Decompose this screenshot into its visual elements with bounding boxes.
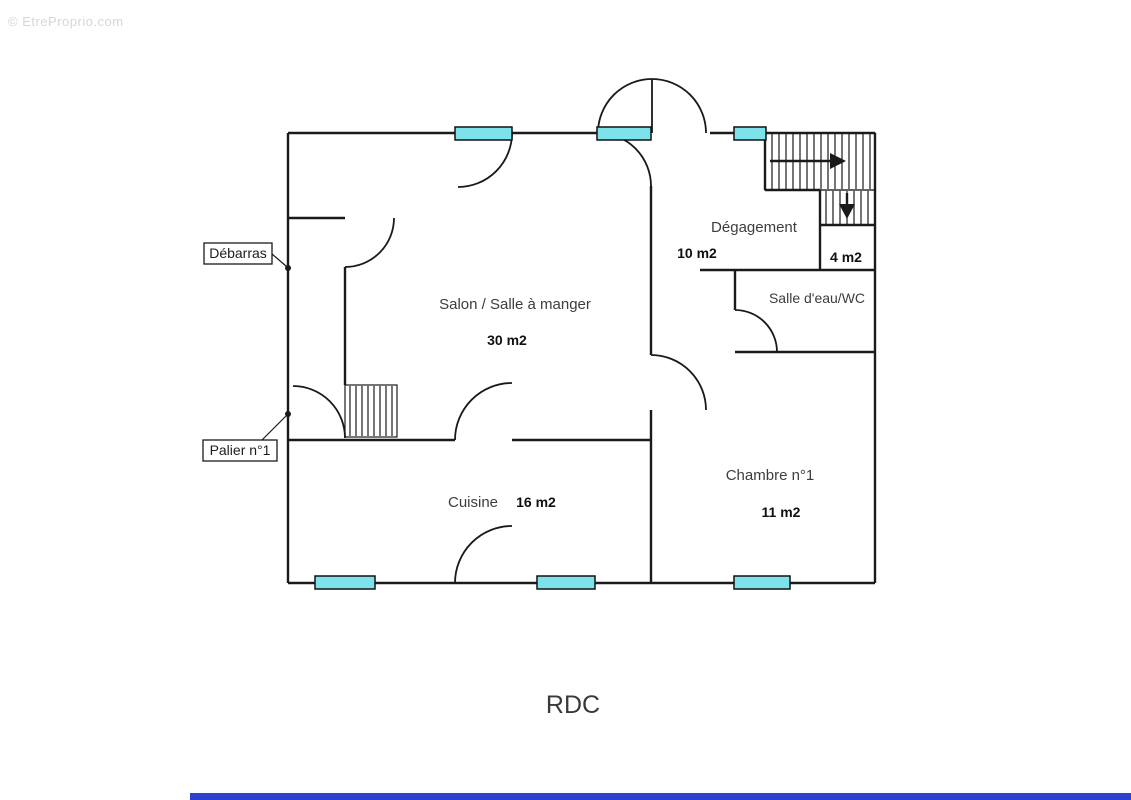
salon-area: 30 m2 — [487, 332, 527, 348]
floor-title: RDC — [546, 691, 600, 719]
callout-debarras-label: Débarras — [209, 245, 267, 261]
staircase-main — [764, 132, 876, 226]
chambre-door-arc — [650, 354, 707, 411]
cuisine-bottom-door-arc — [454, 525, 513, 584]
callout-palier-label: Palier n°1 — [210, 442, 271, 458]
callout-debarras: Débarras — [203, 242, 291, 271]
degagement-name: Dégagement — [711, 219, 798, 236]
stairs-arrow-down-head — [839, 204, 855, 219]
cuisine-name: Cuisine — [448, 494, 498, 511]
chambre-name: Chambre n°1 — [726, 467, 815, 484]
entrance-inner-door-arc — [597, 132, 652, 187]
window-bottom-left — [314, 575, 376, 590]
callout-palier-dot — [285, 411, 291, 417]
salle-eau-name: Salle d'eau/WC — [769, 290, 865, 306]
salon-name: Salon / Salle à manger — [439, 296, 591, 313]
salon-top-door-arc — [457, 132, 513, 188]
callout-debarras-dot — [285, 265, 291, 271]
window-bottom-right — [733, 575, 791, 590]
palier-door-arc — [292, 385, 346, 439]
degagement-area: 10 m2 — [677, 245, 717, 261]
window-bottom-center — [536, 575, 596, 590]
debarras-door-arc — [344, 217, 395, 268]
petite-piece-area: 4 m2 — [830, 249, 862, 265]
window-top-center — [596, 126, 652, 141]
salle-eau-door-arc — [734, 309, 778, 353]
window-top-right — [733, 126, 767, 141]
callout-palier: Palier n°1 — [202, 411, 291, 462]
cuisine-area: 16 m2 — [516, 494, 556, 510]
bottom-blue-bar — [190, 793, 1131, 800]
chambre-area: 11 m2 — [762, 504, 801, 520]
watermark-text: © EtreProprio.com — [8, 14, 124, 29]
staircase-palier — [344, 384, 398, 438]
stairs-arrow-right-head — [830, 153, 846, 169]
window-top-left — [454, 126, 513, 141]
cuisine-door-arc — [454, 382, 513, 441]
